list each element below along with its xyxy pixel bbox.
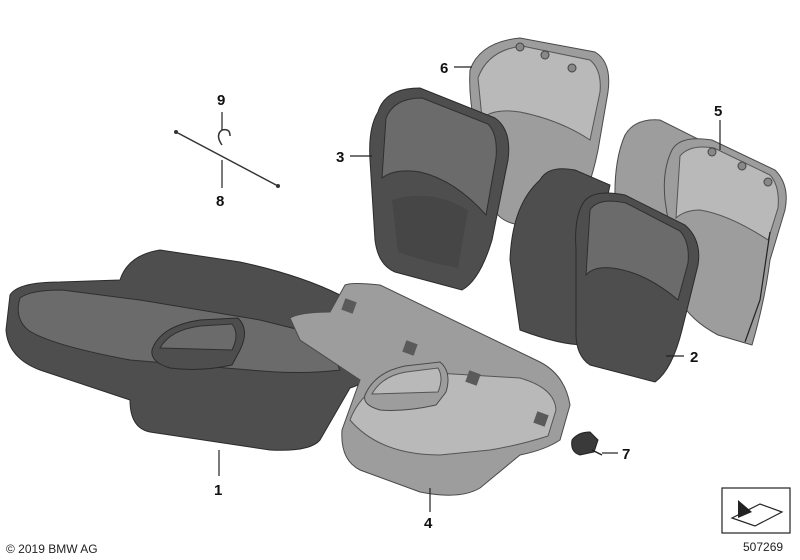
- callout-8: 8: [216, 193, 224, 210]
- callout-2: 2: [690, 349, 698, 366]
- diagram-number: 507269: [743, 540, 783, 554]
- callout-4: 4: [424, 515, 433, 532]
- part-7-clip: [571, 431, 603, 456]
- part-9-hook: [217, 128, 231, 146]
- callout-5: 5: [714, 103, 722, 120]
- part-4-seat-frame: [289, 283, 571, 496]
- callout-9: 9: [217, 92, 225, 109]
- part-3-backrest: [369, 87, 510, 291]
- part-8-wire: [174, 130, 280, 188]
- part-1-seat-cushion: [5, 249, 374, 451]
- part-2-backrest: [509, 168, 700, 383]
- callout-6: 6: [440, 60, 448, 77]
- copyright-text: © 2019 BMW AG: [6, 542, 98, 556]
- leader-lines: [218, 66, 721, 512]
- callout-3: 3: [336, 149, 344, 166]
- callout-7: 7: [622, 446, 630, 463]
- orientation-icon: [721, 487, 791, 534]
- callout-1: 1: [214, 482, 222, 499]
